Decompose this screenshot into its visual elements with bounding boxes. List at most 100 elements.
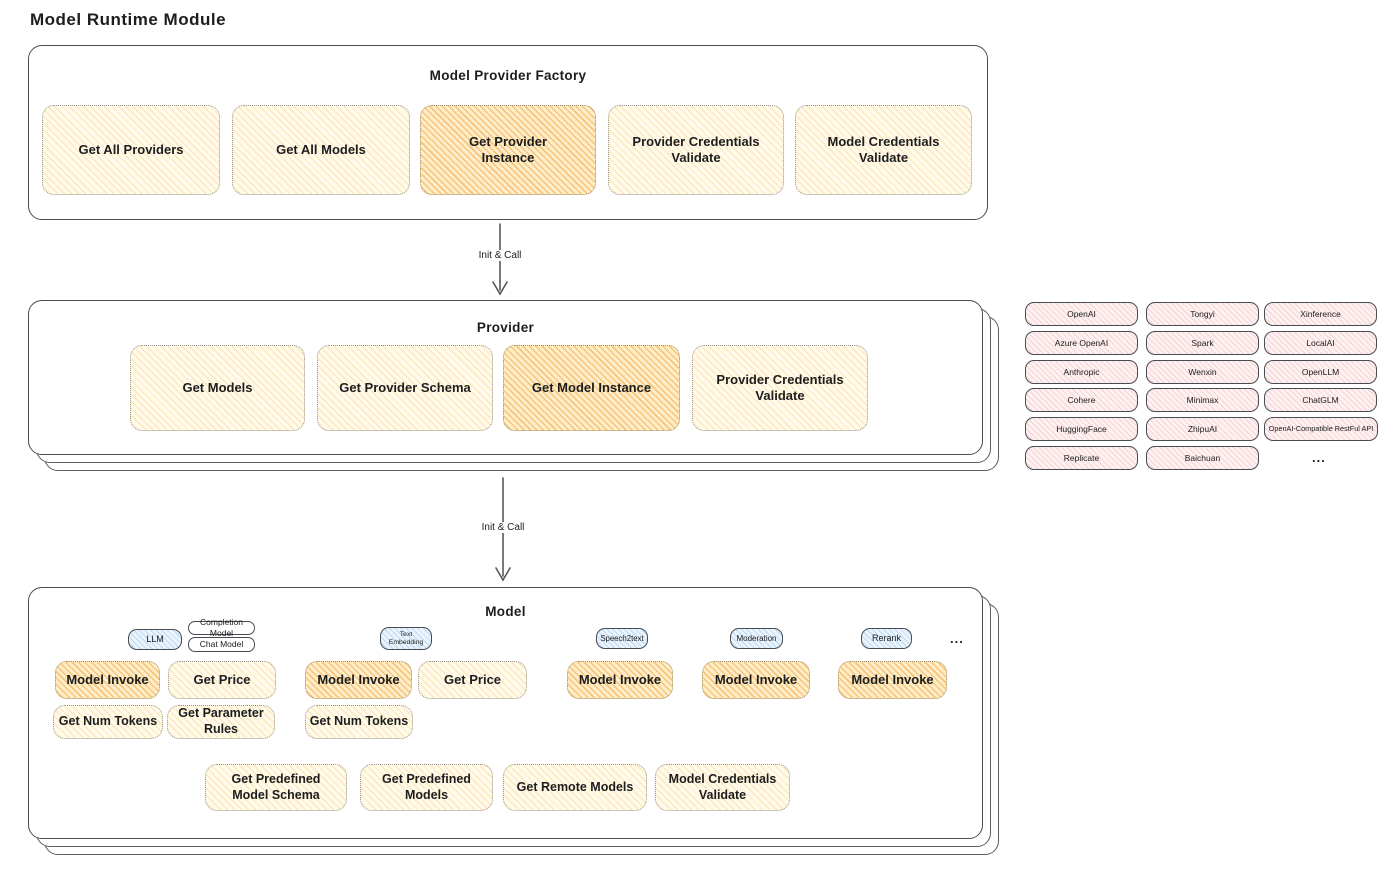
get-predefined-models: Get Predefined Models — [360, 764, 493, 811]
provider-panel-title: Provider — [476, 320, 535, 335]
vendor-label: Wenxin — [1188, 366, 1217, 377]
tab-label: Completion Model — [200, 617, 243, 638]
vendor-azure-openai: Azure OpenAI — [1025, 331, 1138, 355]
node-label: Get Provider Schema — [339, 379, 471, 395]
node-label: Get Predefined Model Schema — [231, 771, 321, 802]
node-label: Get Num Tokens — [58, 714, 158, 729]
vendor-label: Spark — [1191, 337, 1214, 348]
init-call-label-2: Init & Call — [477, 522, 529, 533]
node-label: Get All Providers — [78, 141, 184, 157]
node-label: Get Remote Models — [516, 779, 634, 794]
node-label: Get Models — [182, 379, 253, 395]
provider-get-provider-schema: Get Provider Schema — [317, 345, 493, 431]
tab-speech2text: Speech2text — [596, 628, 648, 649]
node-label: Get Predefined Models — [382, 771, 471, 802]
vendor-label: Anthropic — [1063, 366, 1100, 377]
vendor-label: Xinference — [1300, 308, 1341, 319]
vendor-cohere: Cohere — [1025, 388, 1138, 412]
vendor-replicate: Replicate — [1025, 446, 1138, 470]
get-predefined-model-schema: Get Predefined Model Schema — [205, 764, 347, 811]
tab-llm: LLM — [128, 629, 182, 650]
provider-credentials-validate: Provider Credentials Validate — [692, 345, 868, 431]
model-panel-title: Model — [485, 604, 526, 619]
tab-label: Speech2text — [600, 633, 644, 643]
factory-model-credentials-validate: Model Credentials Validate — [795, 105, 972, 195]
tab-text-embedding: Text Embedding — [380, 627, 432, 650]
s2t-model-invoke: Model Invoke — [567, 661, 673, 699]
node-label: Model Credentials Validate — [827, 133, 940, 165]
vendor-anthropic: Anthropic — [1025, 360, 1138, 384]
vendor-label: OpenAI-Compatible RestFul API — [1268, 424, 1374, 434]
node-label: Model Invoke — [714, 671, 798, 687]
tab-label: Text Embedding — [388, 630, 424, 646]
node-label: Get Price — [443, 671, 502, 687]
vendor-label: Baichuan — [1184, 452, 1221, 463]
node-label: Model Invoke — [578, 671, 662, 687]
node-label: Model Invoke — [66, 671, 149, 687]
node-label: Provider Credentials Validate — [716, 371, 844, 403]
te-get-price: Get Price — [418, 661, 527, 699]
rerank-model-invoke: Model Invoke — [838, 661, 947, 699]
provider-get-models: Get Models — [130, 345, 305, 431]
factory-provider-credentials-validate: Provider Credentials Validate — [608, 105, 784, 195]
factory-get-provider-instance: Get Provider Instance — [420, 105, 596, 195]
provider-get-model-instance: Get Model Instance — [503, 345, 680, 431]
tab-label: Rerank — [871, 632, 901, 643]
te-get-num-tokens: Get Num Tokens — [305, 705, 413, 739]
vendor-wenxin: Wenxin — [1146, 360, 1259, 384]
factory-get-all-providers: Get All Providers — [42, 105, 220, 195]
tab-label: Moderation — [736, 633, 777, 643]
vendor-huggingface: HuggingFace — [1025, 417, 1138, 441]
vendor-label: OpenLLM — [1301, 366, 1340, 377]
llm-get-parameter-rules: Get Parameter Rules — [167, 705, 275, 739]
page-title: Model Runtime Module — [30, 10, 227, 29]
vendor-label: HuggingFace — [1056, 423, 1107, 434]
node-label: Get Provider Instance — [468, 133, 548, 165]
llm-get-price: Get Price — [168, 661, 276, 699]
tab-completion-model: Completion Model — [188, 617, 255, 638]
tab-moderation: Moderation — [730, 628, 783, 649]
vendor-label: OpenAI — [1067, 308, 1096, 319]
vendor-openllm: OpenLLM — [1264, 360, 1377, 384]
node-label: Get Num Tokens — [309, 714, 409, 729]
model-credentials-validate: Model Credentials Validate — [655, 764, 790, 811]
vendors-more-ellipsis: ... — [1312, 450, 1326, 465]
llm-model-invoke: Model Invoke — [55, 661, 160, 699]
node-label: Get All Models — [276, 141, 366, 157]
vendor-localai: LocalAI — [1264, 331, 1377, 355]
vendor-baichuan: Baichuan — [1146, 446, 1259, 470]
llm-get-num-tokens: Get Num Tokens — [53, 705, 163, 739]
vendor-label: Replicate — [1063, 452, 1100, 463]
vendor-spark: Spark — [1146, 331, 1259, 355]
vendor-minimax: Minimax — [1146, 388, 1259, 412]
vendor-tongyi: Tongyi — [1146, 302, 1259, 326]
node-label: Get Price — [193, 671, 251, 687]
tab-chat-model: Chat Model — [188, 637, 255, 652]
tab-rerank: Rerank — [861, 628, 912, 649]
vendor-xinference: Xinference — [1264, 302, 1377, 326]
node-label: Get Model Instance — [531, 379, 652, 395]
vendor-label: ChatGLM — [1302, 394, 1339, 405]
moderation-model-invoke: Model Invoke — [702, 661, 810, 699]
factory-get-all-models: Get All Models — [232, 105, 410, 195]
vendor-label: LocalAI — [1306, 337, 1335, 348]
vendor-openai: OpenAI — [1025, 302, 1138, 326]
vendor-label: Cohere — [1067, 394, 1096, 405]
vendor-openai-compatible: OpenAI-Compatible RestFul API — [1264, 417, 1378, 441]
tab-label: Chat Model — [199, 639, 244, 650]
node-label: Model Invoke — [317, 671, 400, 687]
factory-panel-title: Model Provider Factory — [429, 68, 587, 83]
vendor-chatglm: ChatGLM — [1264, 388, 1377, 412]
tab-label: LLM — [146, 633, 164, 644]
vendor-zhipuai: ZhipuAI — [1146, 417, 1259, 441]
node-label: Model Credentials Validate — [668, 771, 777, 802]
vendor-label: ZhipuAI — [1187, 423, 1218, 434]
init-call-label-1: Init & Call — [474, 250, 526, 261]
vendor-label: Azure OpenAI — [1054, 337, 1109, 348]
te-model-invoke: Model Invoke — [305, 661, 412, 699]
vendor-label: Tongyi — [1190, 308, 1215, 319]
init-call-arrow-1 — [492, 223, 508, 296]
node-label: Provider Credentials Validate — [632, 133, 760, 165]
tabs-more-ellipsis: ... — [950, 631, 964, 646]
